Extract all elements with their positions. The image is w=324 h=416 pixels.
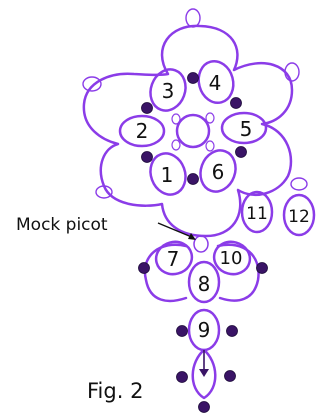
bead xyxy=(141,102,153,114)
picot-lower-right xyxy=(290,177,308,191)
ring-number-10: 10 xyxy=(220,248,243,269)
ring-number-1: 1 xyxy=(161,163,174,187)
picot-upper-left xyxy=(82,76,102,92)
figure-caption: Fig. 2 xyxy=(87,379,143,403)
bead xyxy=(187,72,199,84)
bead xyxy=(138,262,150,274)
ring-11 xyxy=(240,190,274,234)
lower-chain-left xyxy=(143,243,188,303)
lower-chain-right xyxy=(216,243,260,302)
center-ring xyxy=(175,113,211,149)
bead xyxy=(176,371,188,383)
ring-number-4: 4 xyxy=(209,71,222,95)
ring-1 xyxy=(149,152,187,196)
ring-10 xyxy=(212,240,252,276)
ring-number-5: 5 xyxy=(240,117,253,141)
top-picot xyxy=(185,8,201,28)
bead xyxy=(198,401,210,413)
picot-lower-left xyxy=(95,185,113,199)
join-picot-b xyxy=(205,112,215,124)
bead xyxy=(187,173,199,185)
ring-5 xyxy=(220,111,268,145)
ring-number-12: 12 xyxy=(288,207,310,227)
bead xyxy=(141,151,153,163)
ring-number-6: 6 xyxy=(212,160,225,184)
bead xyxy=(256,262,268,274)
bead xyxy=(226,325,238,337)
join-picot-a xyxy=(171,113,181,125)
ring-number-7: 7 xyxy=(167,247,180,271)
ring-7 xyxy=(154,240,194,276)
ring-3 xyxy=(149,68,187,112)
ring-number-3: 3 xyxy=(162,79,175,103)
ring-4 xyxy=(197,59,235,105)
ring-2 xyxy=(118,114,166,148)
join-picot-c xyxy=(171,139,181,151)
mock-picot-label: Mock picot xyxy=(16,215,108,235)
ring-number-11: 11 xyxy=(246,204,268,224)
ring-12 xyxy=(282,193,316,237)
bead xyxy=(230,97,242,109)
bead xyxy=(224,370,236,382)
join-picot-d xyxy=(205,140,215,152)
outer-chain-outline xyxy=(82,24,294,238)
ring-8 xyxy=(187,260,221,304)
picot-upper-right xyxy=(284,62,300,82)
mock-picot-pointer xyxy=(157,222,196,240)
mock-picot xyxy=(193,235,209,253)
bead xyxy=(235,146,247,158)
ring-number-2: 2 xyxy=(136,119,149,143)
bottom-teardrop xyxy=(191,348,217,400)
bead xyxy=(176,325,188,337)
ring-number-9: 9 xyxy=(198,318,211,342)
ring-6 xyxy=(199,149,237,193)
ring-number-8: 8 xyxy=(198,272,211,296)
direction-arrow xyxy=(199,350,209,377)
